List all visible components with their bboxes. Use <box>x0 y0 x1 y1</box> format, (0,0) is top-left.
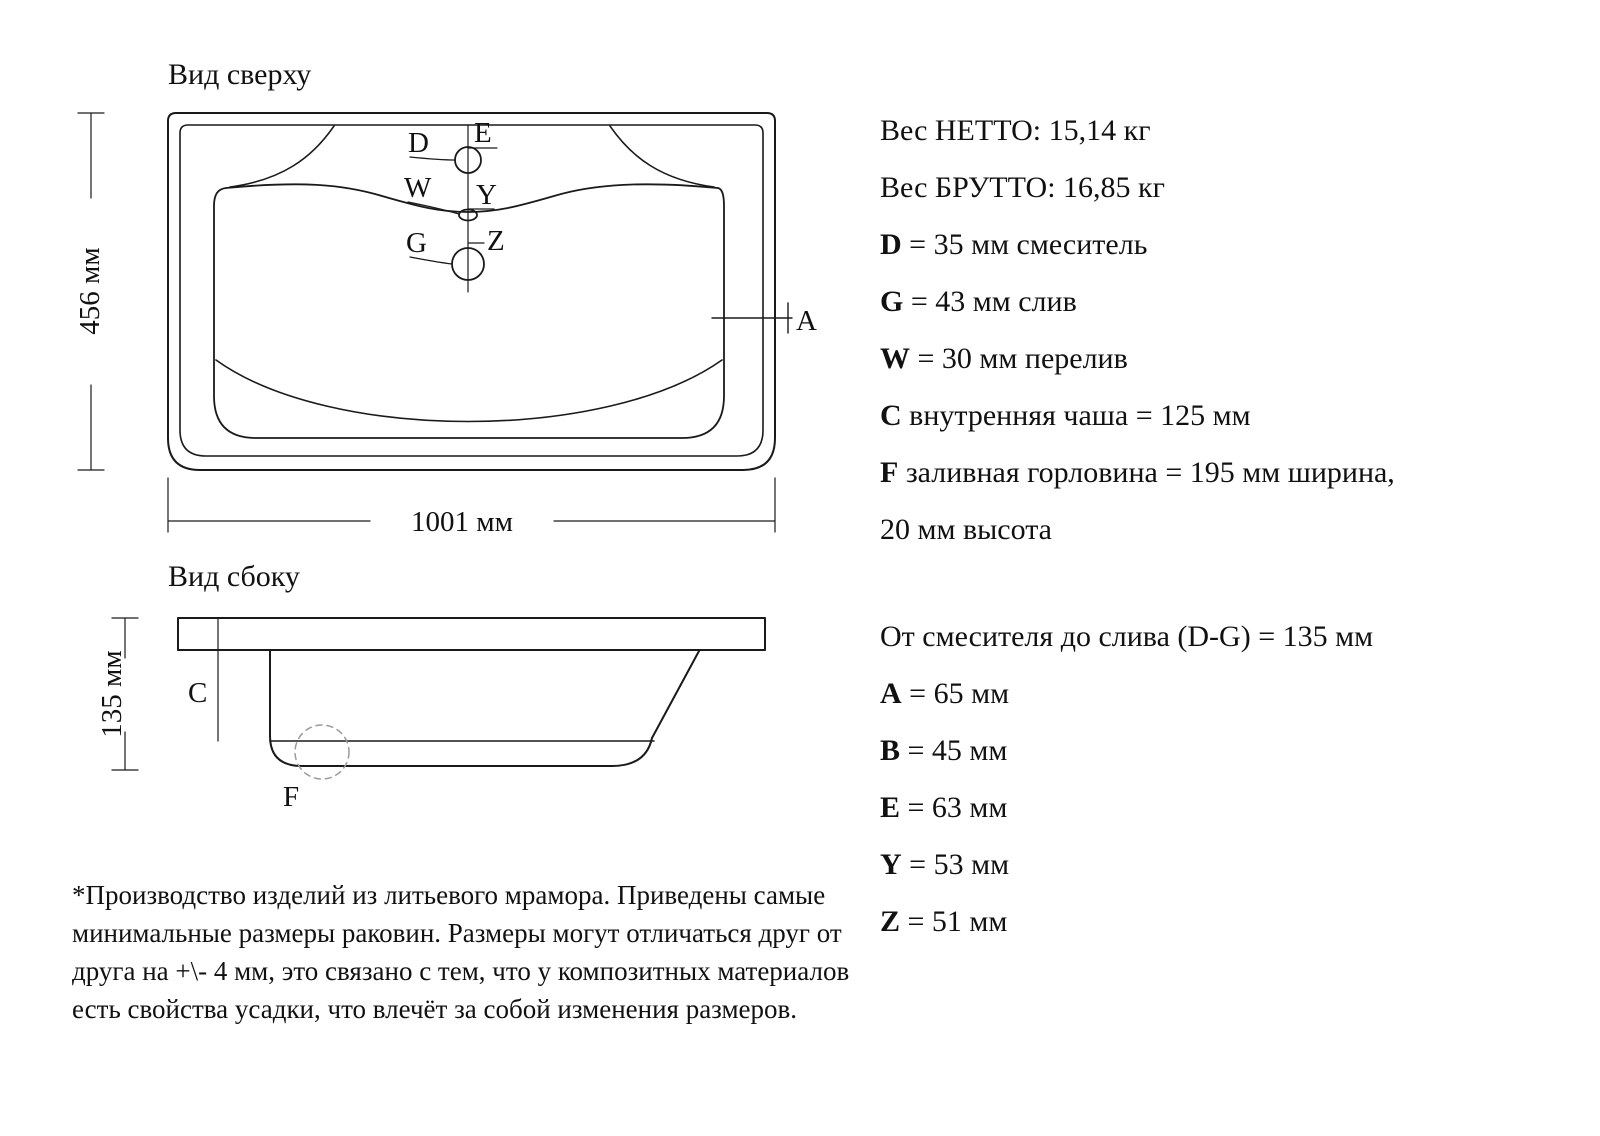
spec-line: W = 30 мм перелив <box>880 342 1128 375</box>
filler-neck-dashed-circle <box>294 724 350 780</box>
label-f: F <box>283 781 299 813</box>
footnote: *Производство изделий из литьевого мрамо… <box>72 880 850 1024</box>
label-e: E <box>474 117 492 149</box>
spec-block-lower: От смесителя до слива (D-G) = 135 мм A =… <box>880 608 1373 950</box>
topview-outer-outline <box>167 112 776 471</box>
spec-line: C внутренняя чаша = 125 мм <box>880 399 1251 432</box>
top-view-title: Вид сверху <box>168 58 312 91</box>
side-view-title: Вид сбоку <box>168 560 300 593</box>
label-a: A <box>796 305 817 337</box>
spec-line: Y = 53 мм <box>880 848 1010 881</box>
label-w: W <box>404 172 432 204</box>
label-z: Z <box>487 225 505 257</box>
sideview-countertop <box>177 617 766 651</box>
spec-line: Z = 51 мм <box>880 905 1008 938</box>
dim-1001-label: 1001 мм <box>411 506 513 538</box>
label-y: Y <box>476 179 497 211</box>
spec-line: F заливная горловина = 195 мм ширина, <box>880 456 1395 489</box>
topview-inner-rim <box>179 124 764 457</box>
spec-line: G = 43 мм слив <box>880 285 1077 318</box>
spec-line: Вес БРУТТО: 16,85 кг <box>880 171 1165 204</box>
spec-line: A = 65 мм <box>880 677 1010 710</box>
label-g: G <box>406 227 427 259</box>
topview-deck-curve-right <box>609 125 715 188</box>
spec-line: B = 45 мм <box>880 734 1008 767</box>
leader-d <box>409 156 456 161</box>
spec-block-upper: Вес НЕТТО: 15,14 кг Вес БРУТТО: 16,85 кг… <box>880 102 1395 558</box>
topview-deck-curve-left <box>229 125 335 188</box>
topview-basin-bottom-arc <box>215 359 723 423</box>
topview-basin-outline <box>213 183 725 439</box>
dim-135-label: 135 мм <box>96 650 128 737</box>
dim-1001-lines <box>167 477 776 533</box>
leader-g <box>409 256 453 265</box>
dim-135-ticks <box>111 617 139 771</box>
spec-line: От смесителя до слива (D-G) = 135 мм <box>880 620 1374 653</box>
dim-456-ticks <box>77 112 105 471</box>
label-c: C <box>188 677 207 709</box>
leader-w <box>407 201 460 215</box>
dim-456-label: 456 мм <box>74 247 106 334</box>
spec-line: Вес НЕТТО: 15,14 кг <box>880 114 1151 147</box>
sideview-basin-profile <box>269 649 700 767</box>
spec-line: D = 35 мм смеситель <box>880 228 1148 261</box>
spec-line: E = 63 мм <box>880 791 1008 824</box>
label-d: D <box>408 127 429 159</box>
spec-line: 20 мм высота <box>880 513 1053 546</box>
